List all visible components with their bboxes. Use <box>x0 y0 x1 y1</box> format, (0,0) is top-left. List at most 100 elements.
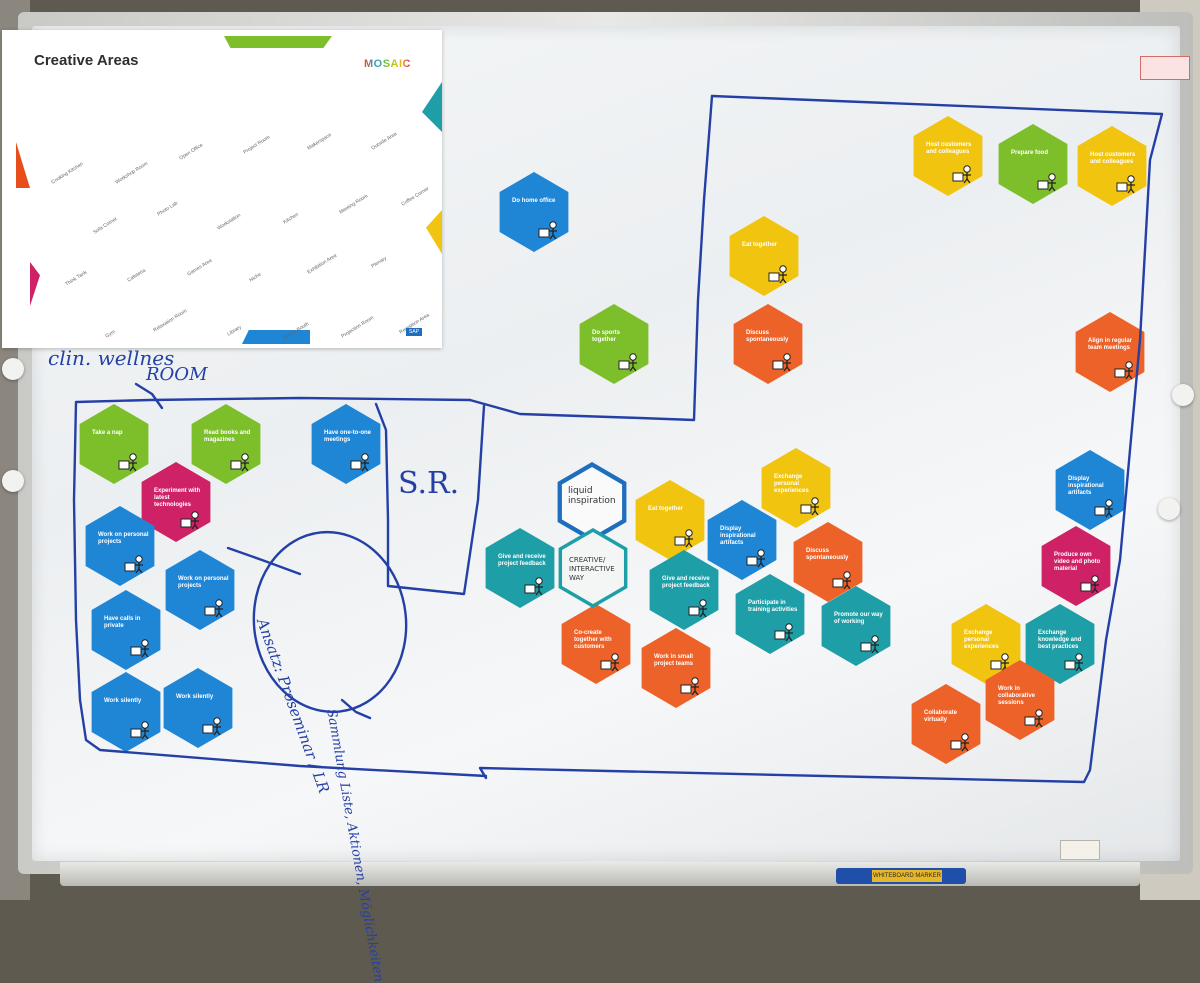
person-illustration-icon <box>832 570 854 590</box>
person-illustration-icon <box>130 720 152 740</box>
poster-area-label: Makerspace <box>306 132 333 152</box>
person-illustration-icon <box>768 264 790 284</box>
poster-area-label: Workstation <box>216 212 242 232</box>
person-illustration-icon <box>674 528 696 548</box>
hexagon-label: Work silently <box>176 694 214 700</box>
person-illustration-icon <box>1064 652 1086 672</box>
person-illustration-icon <box>124 554 146 574</box>
poster-area-label: Project Room <box>242 134 272 156</box>
hexagon-label: Work on personal projects <box>98 532 149 545</box>
person-illustration-icon <box>618 352 640 372</box>
hexagon-label: Display inspirational artifacts <box>1068 476 1104 496</box>
person-illustration-icon <box>130 638 152 658</box>
person-illustration-icon <box>230 452 252 472</box>
person-illustration-icon <box>202 716 224 736</box>
poster-area-label: Plenary <box>370 255 388 270</box>
hexagon-label: Eat together <box>648 506 684 512</box>
handwriting-room: ROOM <box>146 364 208 385</box>
hexagon-label: Promote our way of working <box>834 612 883 625</box>
handwriting-sr: S.R. <box>398 466 460 501</box>
person-illustration-icon <box>952 164 974 184</box>
poster-area-label: Kitchen <box>282 211 300 226</box>
whiteboard-marker: WHITEBOARD MARKER <box>836 868 966 884</box>
board-sticker-top <box>1140 56 1190 80</box>
poster-area-label: Photo Lab <box>156 200 179 218</box>
person-illustration-icon <box>774 622 796 642</box>
person-illustration-icon <box>600 652 622 672</box>
poster-area-label: Open Office <box>178 142 205 162</box>
poster-area-label: Coffee Corner <box>400 185 431 208</box>
hexagon-label: Host customers and colleagues <box>926 142 972 155</box>
person-illustration-icon <box>1114 360 1136 380</box>
person-illustration-icon <box>1094 498 1116 518</box>
poster-area-label: Gym <box>104 328 117 340</box>
poster-area-label: Workshop Room <box>114 160 150 186</box>
hexagon-label: Work on personal projects <box>178 576 229 589</box>
hexagon-label: Eat together <box>742 242 778 248</box>
person-illustration-icon <box>1080 574 1102 594</box>
hexagon-label: Exchange personal experiences <box>964 630 999 650</box>
board-clip-right-bottom <box>1158 498 1180 520</box>
hexagon-label: Work in small project teams <box>654 654 694 667</box>
poster-area-label: Sofa Corner <box>92 216 119 236</box>
poster-area-label: Projection Room <box>340 314 375 340</box>
hexagon-label: Participate in training activities <box>748 600 798 613</box>
hexagon-label: Work silently <box>104 698 142 704</box>
person-illustration-icon <box>350 452 372 472</box>
sap-logo: SAP <box>406 328 423 336</box>
person-illustration-icon <box>680 676 702 696</box>
hexagon-label: Take a nap <box>92 430 123 436</box>
poster-accent-yellow <box>426 210 442 254</box>
poster-accent-magenta <box>30 262 40 306</box>
person-illustration-icon <box>800 496 822 516</box>
marker-tray <box>60 862 1140 886</box>
hexagon-label: Prepare food <box>1011 150 1049 156</box>
poster-area-label: Niche <box>248 271 263 284</box>
poster-title: Creative Areas <box>34 52 139 69</box>
poster-accent-teal <box>422 82 442 132</box>
person-illustration-icon <box>860 634 882 654</box>
poster-area-label: Library <box>226 324 243 338</box>
person-illustration-icon <box>180 510 202 530</box>
person-illustration-icon <box>524 576 546 596</box>
hexagon-label: Produce own video and photo material <box>1054 552 1101 572</box>
person-illustration-icon <box>204 598 226 618</box>
poster-accent-blue <box>242 330 310 344</box>
handwriting-wellness: clin. wellnes <box>48 346 175 370</box>
mosaic-logo: MOSAIC <box>364 58 411 70</box>
hexagon-label: Collaborate virtually <box>924 710 958 723</box>
person-illustration-icon <box>1116 174 1138 194</box>
person-illustration-icon <box>538 220 560 240</box>
poster-area-label: Cooking Kitchen <box>50 161 85 186</box>
board-clip-right-top <box>1172 384 1194 406</box>
hexagon-label: Exchange personal experiences <box>774 474 809 494</box>
poster-area-label: Cafeteria <box>126 267 147 284</box>
hexagon-label: Do home office <box>512 198 556 204</box>
hexagon-label: Experiment with latest technologies <box>154 488 201 508</box>
hexagon-label: CREATIVE/ INTERACTIVE WAY <box>569 556 615 582</box>
poster-accent-red <box>16 142 30 188</box>
hexagon-label: Display inspirational artifacts <box>720 526 756 546</box>
hexagon-label: Do sports together <box>592 330 621 343</box>
marker-label: WHITEBOARD MARKER <box>872 870 942 882</box>
board-sticker-bottom <box>1060 840 1100 860</box>
hexagon-label: Read books and magazines <box>204 430 251 443</box>
person-illustration-icon <box>746 548 768 568</box>
hexagon-label: Exchange knowledge and best practices <box>1038 630 1082 650</box>
hexagon-label: Discuss spontaneously <box>806 548 849 561</box>
board-clip-left-bottom <box>2 470 24 492</box>
person-illustration-icon <box>1024 708 1046 728</box>
hexagon-label: Discuss spontaneously <box>746 330 789 343</box>
hexagon-label: Align in regular team meetings <box>1088 338 1133 351</box>
hexagon-label: liquid inspiration <box>568 486 616 506</box>
hexagon-label: Give and receive project feedback <box>662 576 710 589</box>
person-illustration-icon <box>1037 172 1059 192</box>
person-illustration-icon <box>772 352 794 372</box>
poster-area-label: Meeting Room <box>338 193 370 216</box>
person-illustration-icon <box>950 732 972 752</box>
hexagon-label: Work in collaborative sessions <box>998 686 1036 706</box>
person-illustration-icon <box>118 452 140 472</box>
poster-area-label: Relaxation Room <box>152 308 189 334</box>
hexagon-label: Give and receive project feedback <box>498 554 546 567</box>
